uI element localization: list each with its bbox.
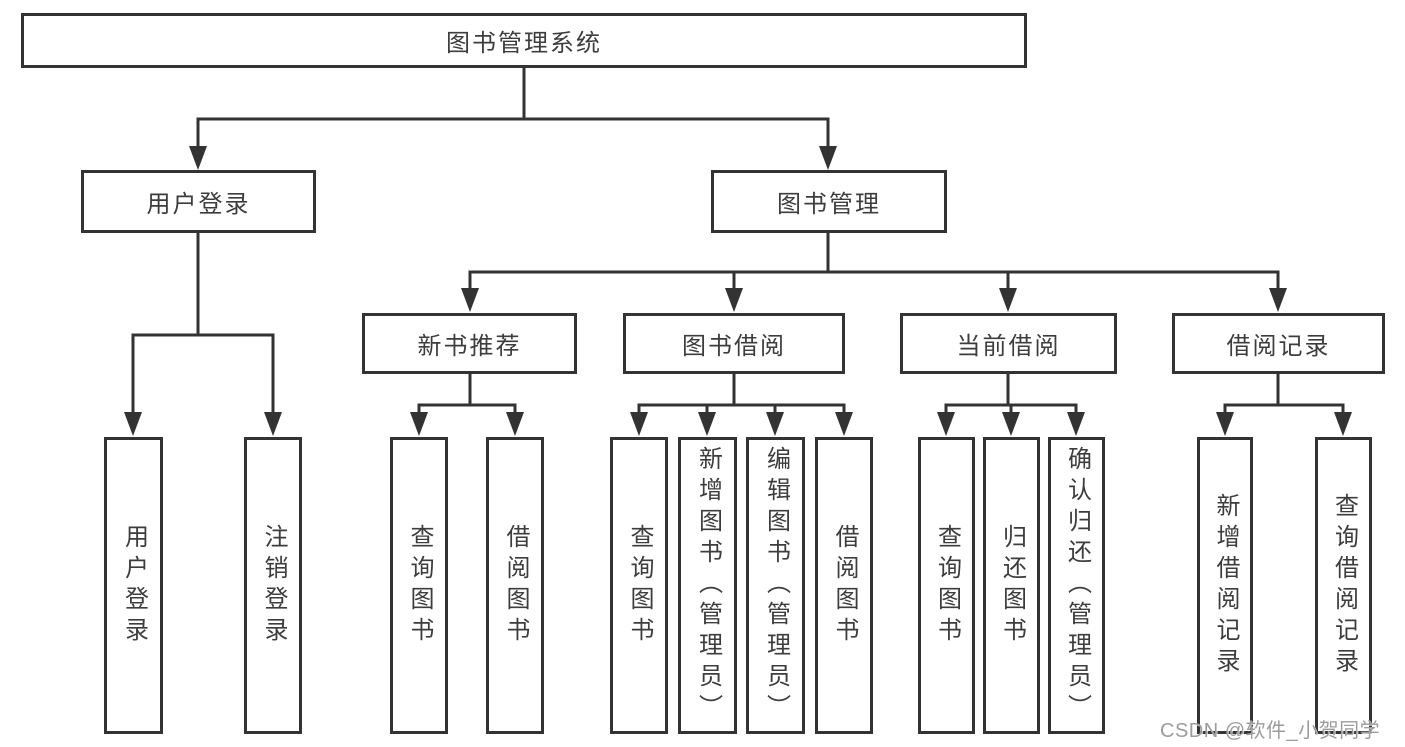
node-user-login: 用户登录 [81,170,316,233]
leaf-query-books-current: 查询图书 [918,437,975,734]
leaf-add-books-admin: 新增图书（管理员） [678,437,737,734]
node-book-management: 图书管理 [711,170,947,233]
node-new-book-recommendation: 新书推荐 [362,313,577,374]
leaf-add-borrow-record: 新增借阅记录 [1197,437,1253,734]
leaf-borrow-books-borrowing: 借阅图书 [815,437,873,734]
leaf-return-books: 归还图书 [983,437,1040,734]
node-borrowing-records: 借阅记录 [1172,313,1385,374]
watermark: CSDN @软件_小贺同学 [1160,720,1381,742]
node-root: 图书管理系统 [21,13,1027,68]
leaf-query-books-borrowing: 查询图书 [610,437,668,734]
leaf-query-books-recommend: 查询图书 [390,437,448,734]
node-book-borrowing: 图书借阅 [623,313,845,374]
leaf-query-borrow-record: 查询借阅记录 [1315,437,1372,734]
leaf-edit-books-admin: 编辑图书（管理员） [746,437,805,734]
leaf-borrow-books-recommend: 借阅图书 [486,437,544,734]
leaf-confirm-return-admin: 确认归还（管理员） [1048,437,1105,734]
leaf-user-login: 用户登录 [104,437,163,734]
leaf-logout: 注销登录 [244,437,302,734]
node-current-borrowing: 当前借阅 [900,313,1117,374]
